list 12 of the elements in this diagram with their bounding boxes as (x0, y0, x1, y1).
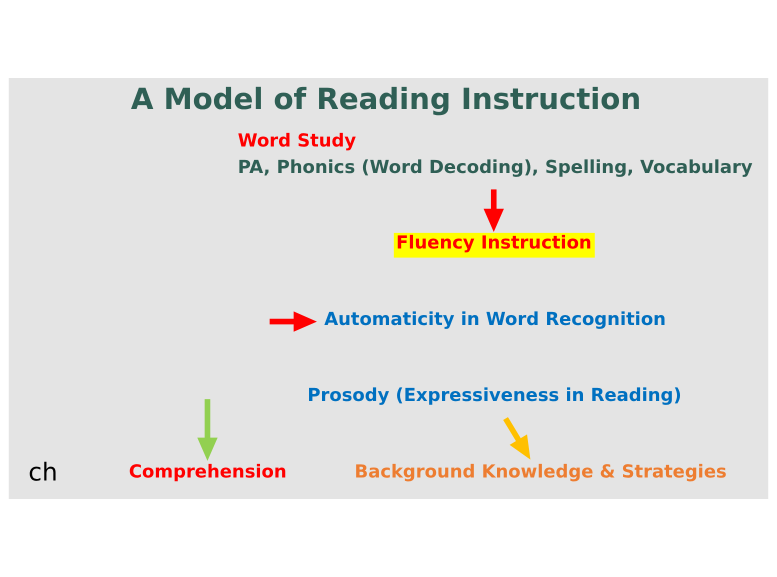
arrow (484, 189, 504, 232)
node-text: Automaticity in Word Recognition (324, 308, 666, 330)
arrow (503, 417, 530, 460)
node-text: Prosody (Expressiveness in Reading) (307, 385, 682, 406)
node-text: Word Study PA, Phonics (Word Decoding), Spelling, Vocabulary (238, 130, 753, 178)
node-box: Fluency Instruction (394, 232, 595, 258)
arrow (270, 311, 317, 332)
node-text: Background Knowledge & Strategies (354, 461, 727, 482)
arrow (197, 399, 218, 461)
node-text: Comprehension (128, 461, 287, 482)
label: ch (28, 458, 58, 487)
diagram-title: A Model of Reading Instruction (130, 82, 642, 116)
